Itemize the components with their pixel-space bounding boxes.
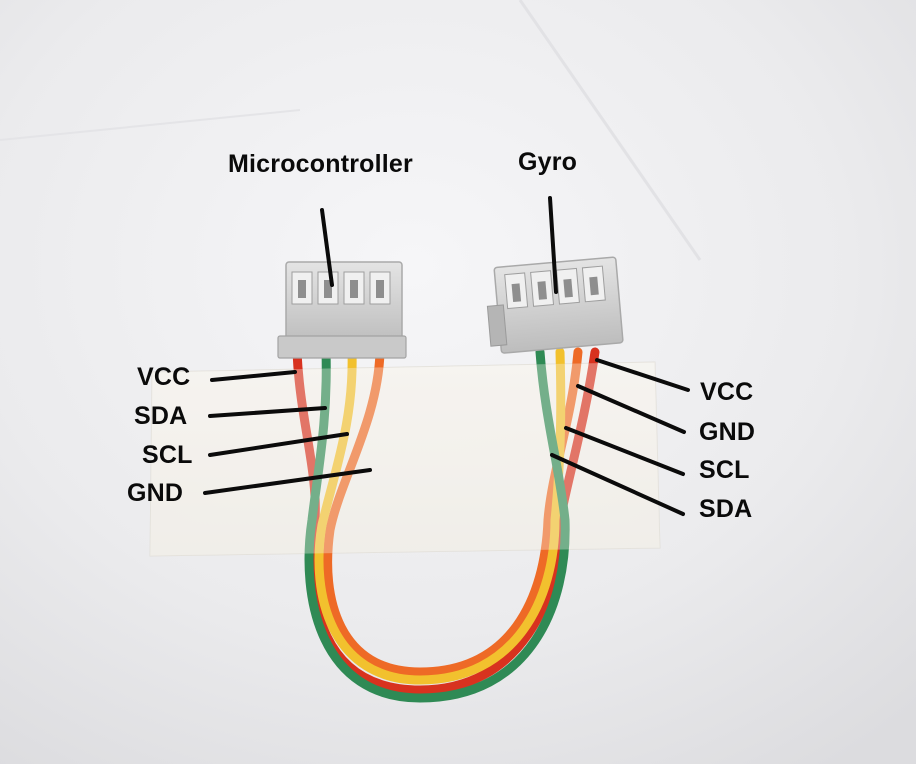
- pointer-microcontroller: [320, 208, 334, 287]
- left-pin-sda-label: SDA: [134, 402, 188, 430]
- left-connector-housing: [277, 261, 407, 359]
- pointer-right-vcc: [595, 358, 690, 392]
- right-pin-gnd-label: GND: [699, 418, 756, 446]
- right-pin-vcc-label: VCC: [700, 378, 754, 406]
- pointer-left-gnd: [203, 468, 372, 495]
- left-pin-vcc-label: VCC: [137, 363, 191, 391]
- right-pin-sda-label: SDA: [699, 495, 753, 523]
- left-pin-gnd-label: GND: [127, 479, 184, 507]
- right-pin-scl-label: SCL: [699, 456, 750, 484]
- paper-fold-line: [0, 109, 301, 141]
- pointer-left-scl: [208, 432, 349, 457]
- left-pin-scl-label: SCL: [142, 441, 193, 469]
- wire-green: [304, 347, 570, 703]
- pointer-right-sda: [550, 453, 685, 516]
- pointer-right-scl: [564, 426, 685, 476]
- title-microcontroller: Microcontroller: [228, 150, 413, 178]
- pointer-gyro: [548, 196, 558, 294]
- right-connector-housing: [486, 256, 624, 354]
- pointer-right-gnd: [576, 384, 686, 434]
- pointer-left-sda: [208, 406, 327, 418]
- adhesive-tape-overlay: [150, 362, 660, 556]
- cable-bundle: [292, 347, 600, 703]
- pointer-left-vcc: [210, 370, 297, 382]
- paper-fold-line: [518, 0, 702, 261]
- title-gyro: Gyro: [518, 148, 578, 176]
- pointer-lines: [203, 196, 690, 516]
